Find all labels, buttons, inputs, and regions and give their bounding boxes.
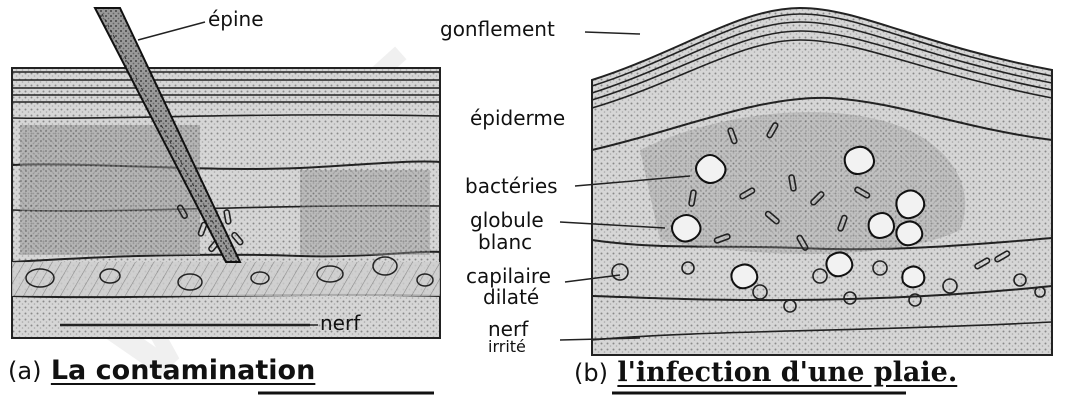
caption-b: (b) l'infection d'une plaie. bbox=[574, 358, 957, 388]
label-white-cell-2: blanc bbox=[478, 231, 532, 253]
spine-leader-line bbox=[138, 22, 205, 40]
label-spine: épine bbox=[208, 8, 264, 30]
panel-a-skin bbox=[12, 8, 440, 338]
label-epidermis: épiderme bbox=[470, 107, 565, 129]
caption-a-letter: (a) bbox=[8, 357, 41, 385]
caption-b-title: l'infection d'une plaie. bbox=[617, 357, 957, 388]
label-capillary-2: dilaté bbox=[483, 286, 539, 308]
infection-diagram: WANT bbox=[0, 0, 1068, 398]
caption-a: (a) La contamination bbox=[8, 356, 315, 386]
label-capillary-1: capilaire bbox=[466, 265, 551, 287]
caption-b-letter: (b) bbox=[574, 359, 608, 387]
label-bacteria: bactéries bbox=[465, 175, 558, 197]
diagram-drawing bbox=[0, 0, 1068, 398]
label-white-cell-1: globule bbox=[470, 209, 544, 231]
label-swelling: gonflement bbox=[440, 18, 555, 40]
label-nerve-a: nerf bbox=[320, 312, 360, 334]
panel-b-skin bbox=[560, 8, 1052, 355]
label-nerve-b-2: irrité bbox=[488, 336, 526, 358]
caption-a-title: La contamination bbox=[51, 355, 316, 386]
